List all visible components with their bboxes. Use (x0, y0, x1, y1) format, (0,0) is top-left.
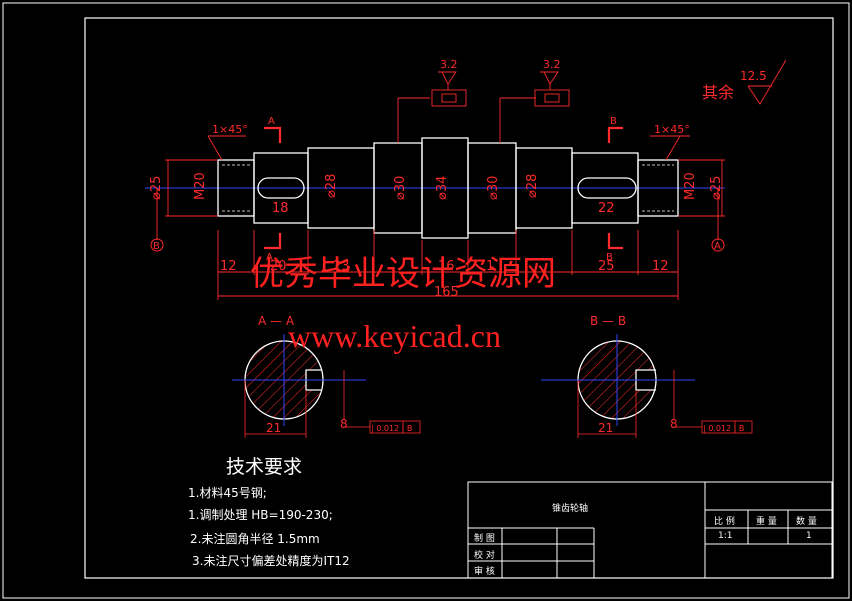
dim-dia30-right: ⌀30 (486, 176, 501, 200)
title-block-part-name: 锥齿轮轴 (552, 504, 589, 514)
section-b-width: 21 (598, 421, 613, 435)
section-b-key: 8 (670, 417, 678, 431)
requirement-item: 1.调制处理 HB=190-230; (188, 508, 333, 522)
title-block-ratio: 1:1 (718, 531, 733, 541)
dim-len-20: 20 (270, 259, 287, 274)
section-a-label: A — A (258, 314, 295, 328)
requirements-title: 技术要求 (226, 456, 303, 478)
dim-m20-right: M20 (683, 172, 698, 200)
dim-dia28-right: ⌀28 (525, 174, 540, 198)
title-block-ratio-label: 比 例 (714, 517, 735, 527)
section-a-width: 21 (266, 421, 281, 435)
section-mark-b-top: B (610, 116, 617, 127)
title-block-weight-label: 重 量 (756, 517, 777, 527)
datum-right-label: A (714, 241, 721, 252)
roughness-rest-value: 12.5 (740, 69, 767, 83)
dim-chamfer-right: 1×45° (654, 123, 690, 136)
watermark-title: 优秀毕业设计资源网 (250, 254, 556, 294)
dimension-lines (156, 59, 787, 300)
title-block-checked-by: 校 对 (474, 551, 495, 561)
thread-lines (222, 164, 674, 212)
section-cut-marks (264, 126, 623, 250)
dim-dia30-left: ⌀30 (393, 176, 408, 200)
title-block-approved-by: 审 核 (474, 567, 495, 577)
section-b (541, 334, 753, 438)
title-block-drawn-by: 制 图 (474, 534, 495, 544)
section-mark-a-top: A (268, 116, 275, 127)
section-a (232, 334, 421, 438)
requirement-item: 2.未注圆角半径 1.5mm (190, 532, 320, 546)
roughness-rest-label: 其余 (702, 83, 734, 102)
dim-dia-left: ⌀25 (149, 176, 164, 200)
roughness-left: 3.2 (440, 58, 458, 71)
dim-dia34: ⌀34 (435, 176, 450, 200)
section-a-key: 8 (340, 417, 348, 431)
dim-len-25: 25 (598, 259, 615, 274)
shaft-outline (217, 137, 679, 239)
section-b-tolerance: | 0.012 | B (703, 424, 744, 433)
section-a-tolerance: | 0.012 | B (371, 424, 412, 433)
requirement-item: 1.材料45号钢; (188, 486, 267, 500)
dim-dia28-left: ⌀28 (324, 174, 339, 198)
dim-len-1: 1 (486, 259, 494, 274)
dim-total: 165 (434, 285, 459, 300)
title-block (467, 481, 833, 579)
dim-len-16: 16 (438, 259, 455, 274)
datum-left-label: B (153, 241, 160, 252)
requirement-item: 3.未注尺寸偏差处精度为IT12 (192, 554, 350, 568)
section-mark-b-bottom: B (606, 252, 613, 263)
dim-len-12-left: 12 (220, 259, 237, 274)
dim-key-left: 18 (272, 201, 289, 216)
title-block-qty: 1 (806, 531, 812, 541)
dim-key-right: 22 (598, 201, 615, 216)
dim-m20-left: M20 (193, 172, 208, 200)
dim-len-23: 23 (333, 259, 350, 274)
dim-dia-right: ⌀25 (709, 176, 724, 200)
dim-chamfer-left: 1×45° (212, 123, 248, 136)
roughness-right: 3.2 (543, 58, 561, 71)
title-block-qty-label: 数 量 (796, 517, 817, 527)
section-mark-a-bottom: A (266, 252, 273, 263)
datum-symbols (150, 238, 725, 252)
section-b-label: B — B (590, 314, 626, 328)
watermark-url: www.keyicad.cn (288, 318, 501, 354)
inner-frame (84, 17, 834, 579)
dim-len-12-right: 12 (652, 259, 669, 274)
